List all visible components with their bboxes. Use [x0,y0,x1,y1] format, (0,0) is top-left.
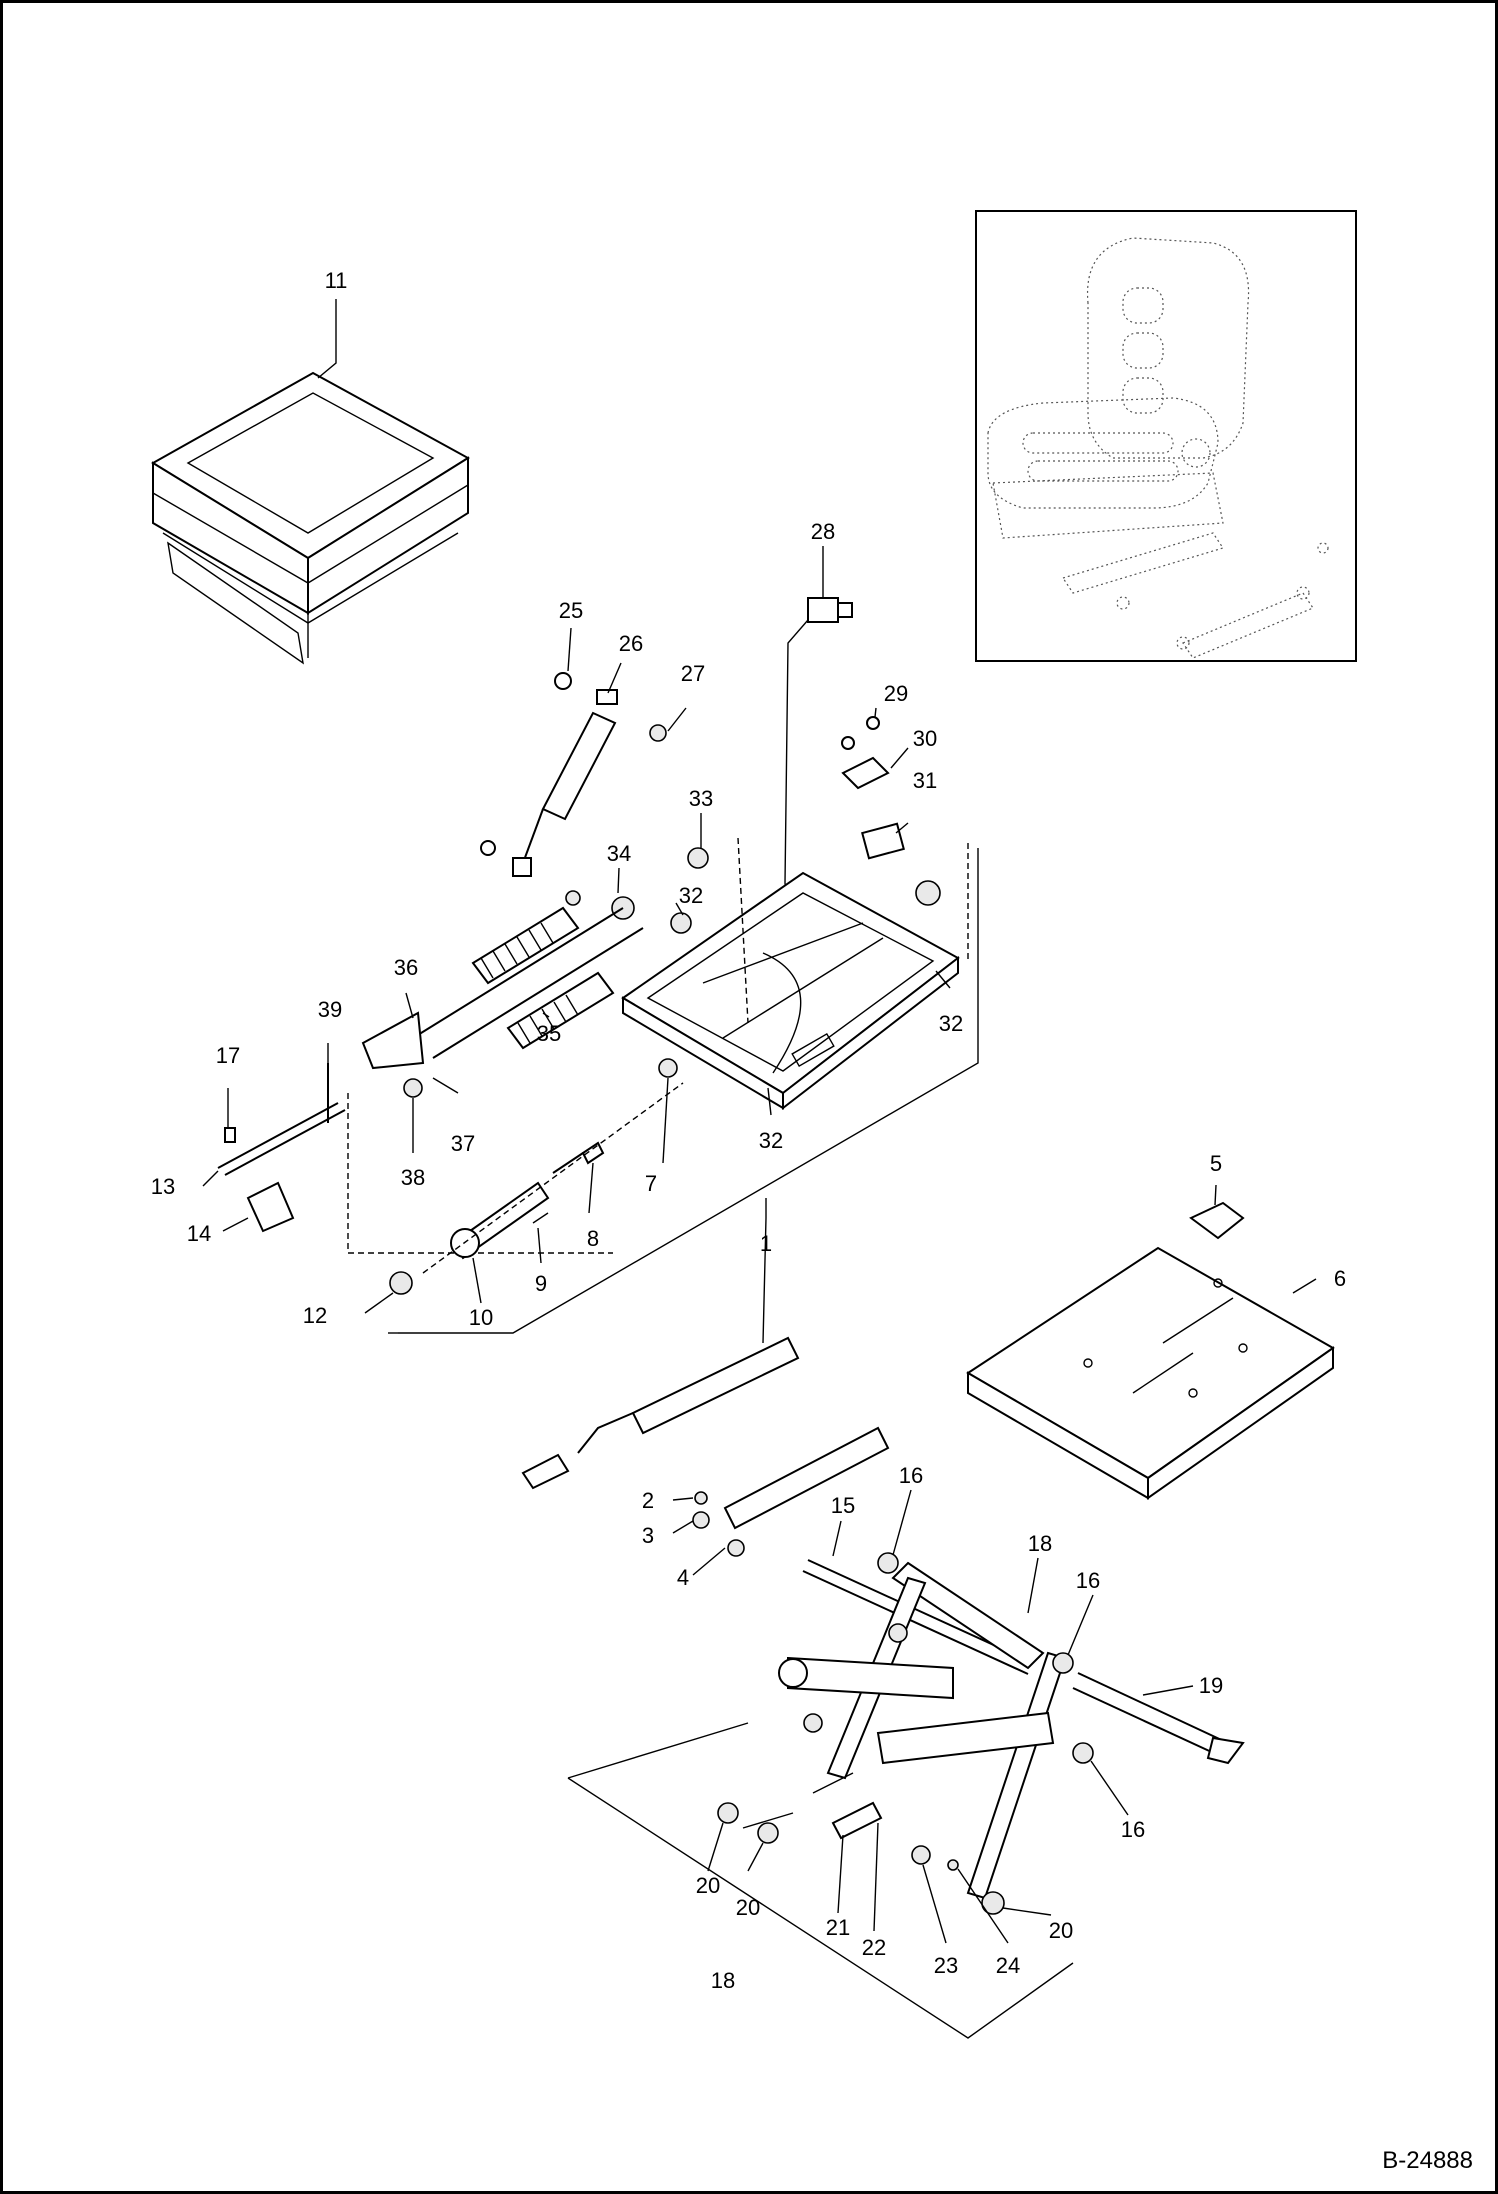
callout-27: 27 [681,661,705,686]
callout-18a: 18 [1028,1531,1052,1556]
part-upper-frame [621,837,969,1111]
callout-10: 10 [469,1305,493,1330]
callout-4: 4 [677,1565,689,1590]
group-bracket-18 [567,1722,1074,2039]
drawing-reference-number: B-24888 [1382,2147,1473,2174]
callout-12: 12 [303,1303,327,1328]
callout-22: 22 [862,1935,886,1960]
callout-37: 37 [451,1131,475,1156]
callout-19: 19 [1199,1673,1223,1698]
callout-26: 26 [619,631,643,656]
callout-20a: 20 [696,1873,720,1898]
callout-32a: 32 [679,883,703,908]
group-bracket-1 [388,848,979,1334]
callout-38: 38 [401,1165,425,1190]
callout-21: 21 [826,1915,850,1940]
callout-32b: 32 [939,1011,963,1036]
leader-lines [202,299,1317,1944]
callout-1: 1 [760,1231,772,1256]
part-bracket-plate [841,716,905,860]
callout-39: 39 [318,997,342,1022]
callout-31: 31 [913,768,937,793]
callout-33: 33 [689,786,713,811]
callout-25: 25 [559,598,583,623]
callout-13: 13 [151,1174,175,1199]
callout-32c: 32 [759,1128,783,1153]
callout-14: 14 [187,1221,211,1246]
callout-7: 7 [645,1171,657,1196]
callout-16a: 16 [899,1463,923,1488]
callout-34: 34 [607,841,631,866]
callout-20b: 20 [736,1895,760,1920]
part-adjust-shaft [217,1063,613,1254]
callout-18b: 18 [711,1968,735,1993]
callout-11: 11 [325,268,348,293]
part-handle-lever [389,1058,684,1295]
part-seat-plate [966,1201,1335,1500]
part-gas-spring [480,672,667,877]
callout-3: 3 [642,1523,654,1548]
callout-16c: 16 [1121,1817,1145,1842]
callout-9: 9 [535,1271,547,1296]
callout-36: 36 [394,955,418,980]
part-scissor-linkage [717,1552,1245,1915]
callout-6: 6 [1334,1266,1346,1291]
inset-assembled-seat [975,210,1357,662]
callout-15: 15 [831,1493,855,1518]
callout-labels: 11 25 26 27 28 29 30 31 33 34 32 32 32 3… [151,268,1346,1993]
part-seat-cushion-frame [151,371,470,665]
callout-29: 29 [884,681,908,706]
callout-35: 35 [537,1021,561,1046]
part-slide-rails [521,1336,890,1557]
part-suspension-springs [361,906,644,1098]
callout-23: 23 [934,1953,958,1978]
callout-2: 2 [642,1488,654,1513]
callout-24: 24 [996,1953,1020,1978]
exploded-view-drawing: 11 25 26 27 28 29 30 31 33 34 32 32 32 3… [151,210,1357,2039]
callout-17: 17 [216,1043,240,1068]
callout-16b: 16 [1076,1568,1100,1593]
callout-20c: 20 [1049,1918,1073,1943]
callout-5: 5 [1210,1151,1222,1176]
callout-28: 28 [811,519,835,544]
callout-30: 30 [913,726,937,751]
callout-8: 8 [587,1226,599,1251]
